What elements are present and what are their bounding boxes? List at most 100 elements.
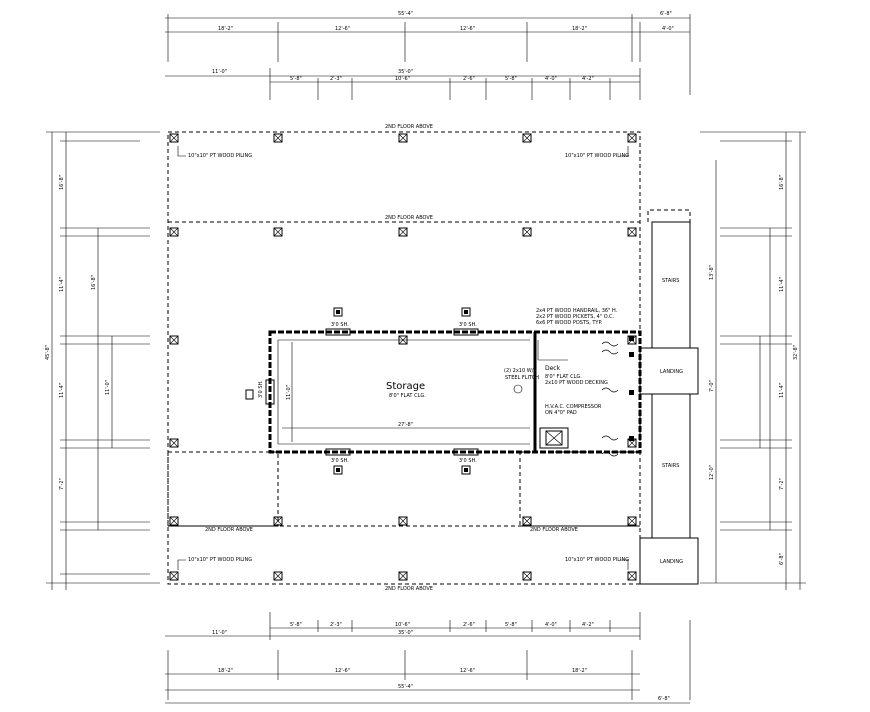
piling-marker <box>522 133 532 143</box>
piling-marker <box>627 133 637 143</box>
bottom-right-ext-dim: 6'-8" <box>658 696 670 702</box>
top-row1-dim-4: 18'-2" <box>572 26 587 32</box>
piling-marker <box>398 516 408 526</box>
post-marker <box>461 307 471 317</box>
steel-beam-label-2: STEEL FLITCH <box>505 375 539 381</box>
stairs-label-upper: STAIRS <box>662 278 679 284</box>
top-row2-left-dim: 11'-0" <box>212 69 227 75</box>
piling-marker <box>169 227 179 237</box>
bottom-row2-dim-2: 2'-3" <box>330 622 342 628</box>
landing-label-lower: LANDING <box>660 559 683 565</box>
deck-label: Deck <box>545 365 561 372</box>
stairs-label-lower: STAIRS <box>662 463 679 469</box>
piling-label-bottom-left: 10"x10" PT WOOD PILING <box>188 557 252 563</box>
hvac-note-2: ON 4"0" PAD <box>545 410 577 416</box>
left-inner-dim-2: 16'-8" <box>91 275 97 290</box>
bottom-row2-dim-1: 5'-8" <box>290 622 302 628</box>
piling-marker <box>627 227 637 237</box>
deck-note-1: 8'0" FLAT CLG. <box>545 374 582 380</box>
bottom-row1-dim-4: 18'-2" <box>572 668 587 674</box>
top-row2-dim-4: 2'-6" <box>463 76 475 82</box>
right-inner-dim-2: 12'-0" <box>709 465 715 480</box>
right-inner-dim-3: 7'-0" <box>709 380 715 392</box>
bottom-row2-left-dim: 11'-0" <box>212 630 227 636</box>
left-inner-dim-1: 11'-0" <box>105 380 111 395</box>
floor-above-label-right: 2ND FLOOR ABOVE <box>530 527 578 533</box>
deck-area: Deck 8'0" FLAT CLG. 2x10 PT WOOD DECKING… <box>536 308 634 457</box>
right-seg-dim-2: 11'-4" <box>779 277 785 292</box>
top-row2-dim-6: 4'-0" <box>545 76 557 82</box>
piling-marker <box>398 227 408 237</box>
floor-above-label-top: 2ND FLOOR ABOVE <box>385 124 433 130</box>
bottom-row2-overall-dim: 35'-0" <box>398 630 413 636</box>
piling-marker <box>273 227 283 237</box>
piling-label-bottom-right: 10"x10" PT WOOD PILING <box>565 557 629 563</box>
post-marker <box>461 465 471 475</box>
window-label-top-2: 3'0 SH. <box>459 322 477 328</box>
piling-marker <box>169 438 179 448</box>
top-dimensions: 55'-4" 6'-8" 18'-2" 12'-6" 12'-6" 18'-2"… <box>165 11 691 100</box>
left-seg-dim-2: 11'-4" <box>59 277 65 292</box>
bottom-row2-dim-4: 2'-6" <box>463 622 475 628</box>
storage-label: Storage <box>386 381 425 392</box>
railing-note-3: 6x6 PT WOOD POSTS, TYP. <box>536 320 603 326</box>
bottom-dimensions: 5'-8" 2'-3" 10'-6" 2'-6" 5'-8" 4'-0" 4'-… <box>165 612 691 704</box>
top-row1-dim-3: 12'-6" <box>460 26 475 32</box>
bottom-row1-dim-2: 12'-6" <box>335 668 350 674</box>
right-seg-dim-5: 6'-8" <box>779 553 785 565</box>
stairs-landings: STAIRS LANDING STAIRS LANDING <box>639 209 699 585</box>
hvac-note-1: H.V.A.C. COMPRESSOR <box>545 404 602 410</box>
right-overall-dim: 32'-8" <box>793 345 799 360</box>
top-row1-dim-5: 4'-0" <box>662 26 674 32</box>
railing-note-1: 2x4 PT WOOD HANDRAIL, 36" H. <box>536 308 618 314</box>
top-overall-dim: 55'-4" <box>398 11 413 17</box>
bottom-row2-dim-5: 5'-8" <box>505 622 517 628</box>
piling-marker <box>169 133 179 143</box>
top-row2-overall-dim: 35'-0" <box>398 69 413 75</box>
top-row2-dim-3: 10'-6" <box>395 76 410 82</box>
right-seg-dim-3: 11'-4" <box>779 383 785 398</box>
window-label-top-1: 3'0 SH. <box>331 322 349 328</box>
post-marker <box>333 465 343 475</box>
bottom-row2-dim-3: 10'-6" <box>395 622 410 628</box>
storage-ceiling-note: 8'0" FLAT CLG. <box>389 393 426 399</box>
piling-marker <box>273 516 283 526</box>
floor-above-label-left: 2ND FLOOR ABOVE <box>205 527 253 533</box>
window-label-bot-1: 3'0 SH. <box>331 458 349 464</box>
top-row2-dim-5: 5'-8" <box>505 76 517 82</box>
post-marker <box>333 307 343 317</box>
top-right-ext-dim: 6'-8" <box>660 11 672 17</box>
bottom-row1-dim-3: 12'-6" <box>460 668 475 674</box>
bottom-row1-dim-1: 18'-2" <box>218 668 233 674</box>
deck-note-2: 2x10 PT WOOD DECKING <box>545 380 608 386</box>
left-seg-dim-3: 11'-4" <box>59 383 65 398</box>
top-row1-dim-1: 18'-2" <box>218 26 233 32</box>
right-inner-dim-1: 13'-8" <box>709 265 715 280</box>
floor-above-label-bottom: 2ND FLOOR ABOVE <box>385 586 433 592</box>
top-row2-dim-7: 4'-2" <box>582 76 594 82</box>
window-label-left: 3'0 SH. <box>258 380 264 398</box>
piling-marker <box>627 571 637 581</box>
steel-beam-label-1: (2) 2x10 W/ <box>504 368 534 374</box>
storage-width-dim: 27'-8" <box>398 422 413 428</box>
left-overall-dim: 45'-8" <box>45 345 51 360</box>
right-dimensions: 32'-8" 16'-8" 11'-4" 11'-4" 7'-2" 6'-8" … <box>700 131 806 590</box>
piling-label-top-right: 10"x10" PT WOOD PILING <box>565 153 629 159</box>
right-seg-dim-1: 16'-8" <box>779 175 785 190</box>
piling-marker <box>169 335 179 345</box>
piling-marker <box>169 571 179 581</box>
piling-marker <box>273 133 283 143</box>
bottom-row2-dim-6: 4'-0" <box>545 622 557 628</box>
railing-note-2: 2x2 PT WOOD PICKETS, 4" O.C. <box>536 314 615 320</box>
bottom-overall-dim: 55'-4" <box>398 684 413 690</box>
piling-marker <box>522 571 532 581</box>
floor-above-label-mid: 2ND FLOOR ABOVE <box>385 215 433 221</box>
top-row2-dim-2: 2'-3" <box>330 76 342 82</box>
left-seg-dim-1: 16'-8" <box>59 175 65 190</box>
top-row2-dim-1: 5'-8" <box>290 76 302 82</box>
pilings <box>169 133 637 581</box>
bottom-row2-dim-7: 4'-2" <box>582 622 594 628</box>
piling-marker <box>522 227 532 237</box>
top-row1-dim-2: 12'-6" <box>335 26 350 32</box>
